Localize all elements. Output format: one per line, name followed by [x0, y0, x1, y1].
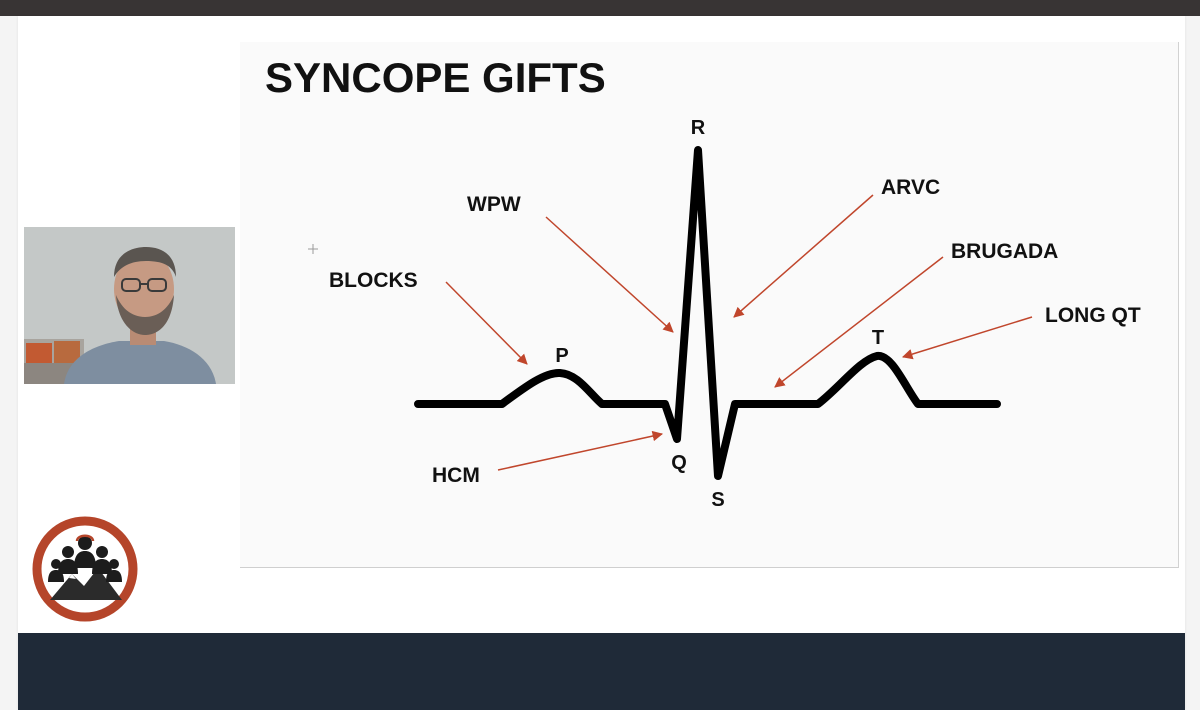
- cursor-mark: [308, 244, 318, 254]
- ecg-trace: [414, 146, 1001, 480]
- wave-label-r: R: [691, 117, 706, 139]
- annotation-blocks: BLOCKS: [329, 269, 418, 292]
- wave-label-q: Q: [671, 452, 687, 474]
- arrow-brugada: [774, 256, 944, 388]
- slide-title: SYNCOPE GIFTS: [265, 54, 606, 101]
- slide: SYNCOPE GIFTS P Q R S T BLOCKS WPW HCM A…: [240, 42, 1179, 568]
- arrow-long-qt: [901, 316, 1033, 360]
- team-mountain-logo-icon: [32, 516, 138, 622]
- arrow-blocks: [445, 281, 528, 365]
- footer-bar: [18, 633, 1185, 710]
- arrow-hcm: [497, 430, 664, 471]
- wave-label-p: P: [555, 345, 568, 367]
- wave-label-t: T: [872, 327, 884, 349]
- ecg-diagram: SYNCOPE GIFTS P Q R S T BLOCKS WPW HCM A…: [265, 54, 1141, 511]
- annotation-arvc: ARVC: [881, 176, 940, 199]
- annotation-wpw: WPW: [467, 193, 521, 216]
- presenter-video-icon: [24, 227, 235, 384]
- arrow-arvc: [733, 194, 874, 318]
- wave-label-s: S: [711, 489, 724, 511]
- annotation-hcm: HCM: [432, 464, 480, 487]
- annotation-brugada: BRUGADA: [951, 240, 1058, 263]
- browser-top-bar: [0, 0, 1200, 16]
- annotation-long-qt: LONG QT: [1045, 304, 1141, 327]
- arrow-wpw: [545, 216, 674, 333]
- presenter-webcam: [24, 227, 235, 384]
